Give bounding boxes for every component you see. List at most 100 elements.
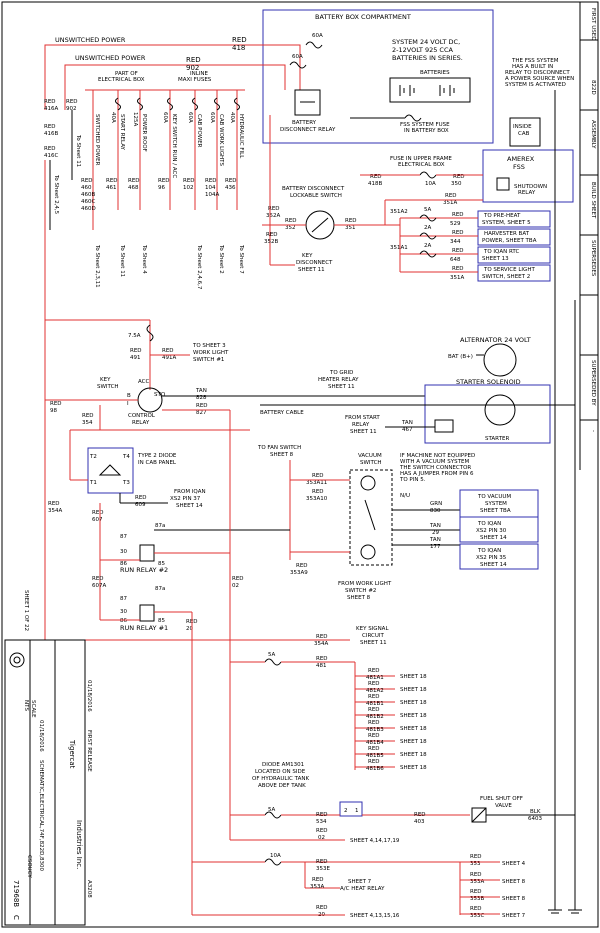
wire-color: RED [44, 99, 56, 105]
wire-number: 353A10 [306, 496, 328, 502]
wire-color: RED [50, 401, 62, 407]
starter-motor [484, 394, 516, 426]
fuse-rating: 2A [424, 243, 431, 249]
fuse-label: CAB WORK LIGHTS [218, 114, 224, 167]
terminal: ACC [138, 379, 150, 385]
sheet-ref: To Sheet 11 [119, 244, 125, 277]
label: DISCONNECT RELAY [280, 127, 336, 133]
system-spec: SYSTEM 24 VOLT DC, [392, 38, 460, 46]
wire-color: RED [232, 576, 244, 582]
wire-color: RED [106, 178, 118, 184]
wire-number: 351A2 [390, 209, 408, 215]
sheet-ref: SWITCH #2 [345, 588, 376, 594]
wire-color: RED [186, 56, 201, 64]
wire-number: 467 [402, 427, 413, 433]
edge-label: FIRST USED [590, 8, 596, 40]
terminal: T1 [89, 480, 97, 486]
title-block-text: Tigercat Industries Inc. 01/18/2016 FIRS… [12, 680, 92, 920]
wire-number: 104A [205, 192, 219, 198]
run-relay-1: 87a 87 30 86 85 RUN RELAY #1 [120, 586, 168, 632]
edge-label: 822D [590, 80, 596, 95]
unswitched-power-2: UNSWITCHED POWER [75, 54, 146, 62]
fuse-label: CAB POWER [196, 114, 202, 148]
note: WITH A VACUUM SYSTEM [400, 459, 469, 465]
wire-color: RED [370, 174, 382, 180]
wire-number: 351A1 [390, 245, 408, 251]
label: VACUUM [358, 453, 382, 459]
fuse-label: HYDRAULIC FILL [238, 114, 244, 159]
wire-number: 828 [196, 395, 207, 401]
sheet-ref: To Sheet 2 [218, 244, 224, 274]
wire-color: RED [316, 656, 328, 662]
wire-number: 416C [44, 153, 58, 159]
wire-number: 20 [186, 626, 193, 632]
sheet-ref: SHEET TBA [480, 508, 511, 514]
sheet-ref: SHEET 18 [400, 739, 427, 745]
sheet-ref: SHEET 18 [400, 674, 427, 680]
vacuum-switch [349, 469, 393, 566]
note: IF MACHINE NOT EQUIPPED [400, 453, 475, 459]
fuse-label: KEY SWITCH RUN / ACC [171, 114, 177, 178]
wire-color: TAN [429, 523, 441, 529]
wire-color: RED [368, 720, 380, 726]
output-label: TO IQAN RTC [483, 249, 519, 255]
wire-color: RED [452, 230, 464, 236]
output-label: SHEET 13 [482, 256, 509, 262]
wire-number: 607A [92, 583, 106, 589]
wire-color: RED [345, 218, 357, 224]
wire-number: 353A [470, 879, 484, 885]
wire-color: GRN [430, 501, 442, 507]
terminal: 86 [120, 561, 127, 567]
sheet-ref: SHEET 18 [400, 765, 427, 771]
sheet-ref: HEATER RELAY [318, 377, 359, 383]
wire-number: 352A [266, 213, 280, 219]
output-label: TO SERVICE LIGHT [483, 267, 535, 273]
terminal: 87 [120, 534, 127, 540]
terminal: 85 [158, 618, 165, 624]
to-iqan-pin-30 [459, 516, 539, 543]
label: LOCKABLE SWITCH [290, 193, 342, 199]
sheet-ref: SHEET 8 [502, 896, 526, 902]
note: FUSE IN UPPER FRAME [390, 156, 452, 162]
wire-number: 481B1 [366, 701, 384, 707]
wire-number: 354A [314, 641, 328, 647]
label: ELECTRICAL BOX [98, 77, 145, 83]
wire-color: BLK [530, 809, 541, 815]
wire-color: RED [296, 563, 308, 569]
drawing-number: 71968B [12, 880, 20, 907]
wire-color: RED [285, 218, 297, 224]
note: OF HYDRAULIC TANK [252, 776, 309, 782]
sheet-ref: To Sheet 2,4,5 [53, 174, 59, 215]
wire-color: RED [316, 859, 328, 865]
wire-number: 460C [81, 199, 95, 205]
wire-color: RED [452, 248, 464, 254]
wire-color: RED [414, 812, 426, 818]
label: TYPE 2 DIODE [137, 453, 177, 459]
sheet-ref: SHEET 14 [480, 562, 507, 568]
wire-color: RED [135, 495, 147, 501]
wire-number: 98 [50, 408, 57, 414]
wire-color: RED [316, 812, 328, 818]
label: BATTERY [292, 120, 317, 126]
terminal: STO [154, 392, 166, 398]
wire-color: RED [368, 668, 380, 674]
wire-color: TAN [429, 537, 441, 543]
amerex-fss [482, 149, 574, 203]
wire-number: 353B [470, 896, 484, 902]
starter-box [424, 384, 551, 444]
wire-number: 344 [450, 239, 461, 245]
label: FUEL SHUT OFF [480, 796, 523, 802]
sheet-ref: SWITCH #1 [193, 357, 224, 363]
sheet-ref: SHEET 4 [502, 861, 526, 867]
sheet-ref: TO FAN SWITCH [257, 445, 301, 451]
terminal: 87a [155, 586, 165, 592]
label: PART OF [115, 71, 138, 77]
wire-number: 481B6 [366, 766, 384, 772]
note: TO PIN 5. [399, 477, 426, 483]
sheet-ref: SYSTEM [485, 501, 507, 507]
wire-number: 353A9 [290, 570, 308, 576]
wire-number: 353E [316, 866, 330, 872]
sheet-ref: TO IQAN [477, 548, 501, 554]
wire-color: RED [44, 146, 56, 152]
